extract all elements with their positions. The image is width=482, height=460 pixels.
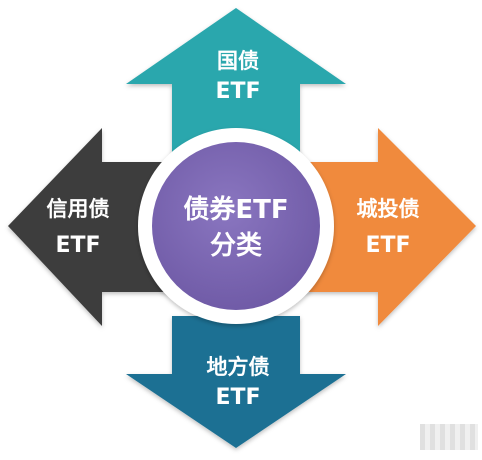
arrow-right xyxy=(288,128,476,326)
arrow-bottom xyxy=(126,316,346,448)
top-arrow-label-line2: ETF xyxy=(215,79,260,104)
bottom-arrow-label-line1: 地方债 xyxy=(207,355,270,379)
bottom-arrow-label-line2: ETF xyxy=(215,385,260,410)
right-arrow-label-line2: ETF xyxy=(365,233,410,258)
watermark-blur xyxy=(420,424,478,450)
left-arrow-label-line2: ETF xyxy=(55,233,100,258)
arrow-top xyxy=(126,8,346,156)
right-arrow-label-line1: 城投债 xyxy=(357,197,420,221)
top-arrow-label-line1: 国债 xyxy=(217,49,259,73)
center-disc xyxy=(152,142,320,310)
center-label-line1: 债券ETF xyxy=(183,195,288,225)
arrow-left xyxy=(8,128,190,326)
center-label-line2: 分类 xyxy=(210,231,262,261)
left-arrow-label-line1: 信用债 xyxy=(47,197,110,221)
